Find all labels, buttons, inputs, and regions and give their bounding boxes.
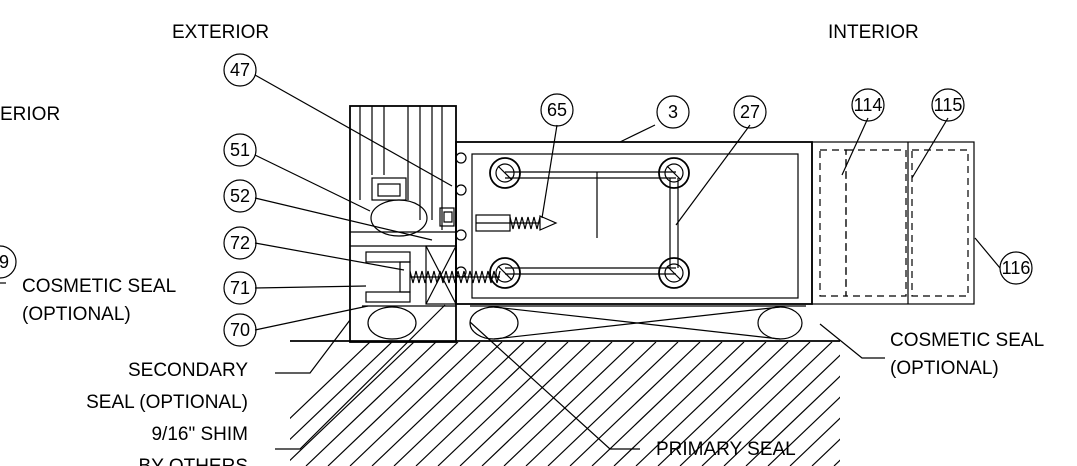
- exterior-frame: [349, 105, 467, 343]
- callout-114: 114: [854, 95, 883, 115]
- hatch-line: [701, 342, 833, 466]
- hatch-line: [613, 342, 745, 466]
- seals: [367, 305, 806, 340]
- callout-3: 3: [668, 102, 678, 122]
- hatch-line: [591, 342, 723, 466]
- cosmetic-seal-right-line1: COSMETIC SEAL: [890, 330, 1044, 351]
- hatch-line: [525, 342, 657, 466]
- hatch-line: [290, 342, 371, 420]
- hatch-line: [789, 417, 840, 466]
- callout-51: 51: [230, 140, 250, 160]
- callout-cut-off: 9: [0, 252, 9, 272]
- shim-line2: BY OTHERS: [139, 456, 248, 466]
- optional-interior-members: [811, 141, 975, 305]
- cosmetic-seal-right-line2: (OPTIONAL): [890, 358, 999, 379]
- cosmetic-seal-left-line2: (OPTIONAL): [22, 304, 131, 325]
- hatch-line: [437, 342, 569, 466]
- hatch-line: [767, 396, 840, 466]
- hatch-line: [481, 342, 613, 466]
- anchor-screw: [409, 270, 501, 284]
- leader-lines: [0, 74, 1001, 450]
- hatch-line: [393, 342, 525, 466]
- substrate-hatch: [290, 340, 840, 466]
- hatch-line: [459, 342, 591, 466]
- screw-bosses: [489, 157, 690, 289]
- callout-47: 47: [230, 60, 250, 80]
- hatch-line: [679, 342, 811, 466]
- hatch-line: [569, 342, 701, 466]
- hatch-line: [349, 342, 481, 466]
- hatch-line: [723, 354, 840, 466]
- callout-70: 70: [230, 320, 250, 340]
- interior-label: INTERIOR: [828, 22, 919, 43]
- hatch-line: [635, 342, 767, 466]
- cosmetic-seal-left-line1: COSMETIC SEAL: [22, 276, 176, 297]
- hatch-line: [657, 342, 789, 466]
- callout-52: 52: [230, 186, 250, 206]
- hatch-line: [290, 342, 393, 441]
- callout-65: 65: [547, 100, 567, 120]
- callout-115: 115: [934, 95, 963, 115]
- callout-bubbles: [0, 53, 1033, 347]
- callout-27: 27: [740, 102, 760, 122]
- secondary-seal-line1: SECONDARY: [128, 360, 248, 381]
- secondary-seal-line2: SEAL (OPTIONAL): [86, 392, 248, 413]
- callout-72: 72: [230, 233, 250, 253]
- primary-seal-label: PRIMARY SEAL: [656, 439, 796, 460]
- hatch-line: [503, 342, 635, 466]
- hatch-line: [415, 342, 547, 466]
- callout-116: 116: [1002, 258, 1031, 278]
- hatch-line: [745, 375, 840, 466]
- exterior-label: EXTERIOR: [172, 22, 269, 43]
- shim-line1: 9/16" SHIM: [151, 424, 248, 445]
- exterior-label-cut: ERIOR: [0, 104, 60, 125]
- hatch-line: [811, 438, 840, 466]
- hatch-line: [327, 342, 459, 466]
- callout-71: 71: [230, 278, 250, 298]
- self-drilling-screw: [475, 214, 558, 232]
- hatch-line: [290, 342, 415, 462]
- hatch-line: [371, 342, 503, 466]
- hatch-line: [547, 342, 679, 466]
- hatch-line: [305, 342, 437, 466]
